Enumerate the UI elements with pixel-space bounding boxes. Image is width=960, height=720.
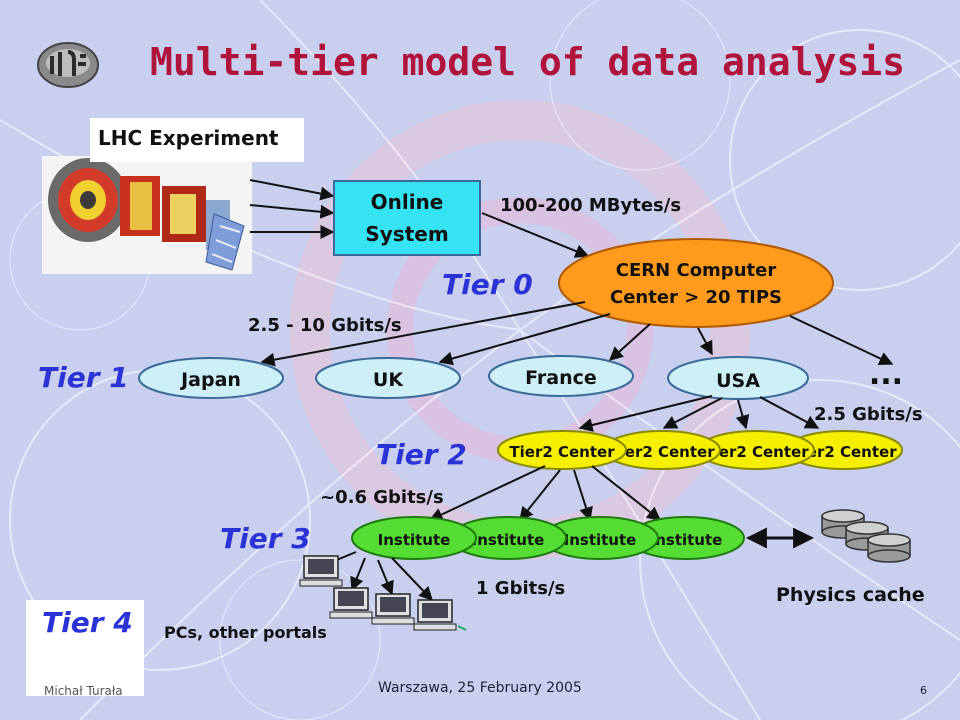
tier2-label: Tier2 Center (509, 443, 615, 461)
tier2-node: Tier2 Center (603, 430, 721, 470)
rate-cern-to-tier1: 2.5 - 10 Gbits/s (248, 315, 402, 336)
footer-author: Michał Turała (44, 684, 123, 698)
lhc-to-online-arrow (249, 204, 335, 219)
page-title: Multi-tier model of data analysis (150, 40, 905, 84)
pc-icon (299, 555, 343, 587)
tier0-label: Tier 0 (442, 268, 533, 301)
tier2-to-tier3-arrow (591, 465, 662, 521)
tier4-title: Tier 4 (42, 606, 133, 639)
tier3-label: Institute (564, 531, 637, 549)
tier2-label: Tier2 Center (703, 443, 809, 461)
usa-to-tier2-arrow (662, 397, 723, 429)
online-line-1: Online (370, 190, 444, 214)
tier1-label: USA (716, 370, 760, 392)
lhc-to-online-arrow (249, 179, 335, 201)
lhc-detector-image (42, 156, 252, 274)
usa-to-tier2-arrow (578, 395, 713, 432)
cern-computer-center-node: CERN Computer Center > 20 TIPS (558, 238, 834, 328)
rate-tier2-to-tier3: ~0.6 Gbits/s (320, 487, 444, 508)
pc-icon (329, 587, 373, 619)
tier3-to-pc-arrow (350, 557, 366, 592)
tier2-node: Tier2 Center (785, 430, 903, 470)
tier2-node: Tier2 Center (497, 430, 627, 470)
tier2-label: Tier2 Center (791, 443, 897, 461)
tier1-node-japan: Japan (138, 357, 284, 399)
online-to-cern-arrow (481, 212, 590, 258)
cern-to-france-arrow (608, 323, 651, 361)
cern-to-more-arrow (789, 315, 894, 365)
tier1-label: UK (373, 369, 404, 391)
tier1-node-france: France (488, 355, 634, 397)
tier3-to-pc-arrow (377, 559, 394, 596)
page-number: 6 (920, 684, 927, 697)
tier3-title: Tier 3 (220, 522, 311, 555)
tier2-to-tier3-arrow (519, 469, 561, 522)
cern-line-1: CERN Computer (616, 260, 777, 281)
tier3-node: Institute (351, 516, 477, 560)
tier4-description: PCs, other portals (164, 623, 327, 642)
usa-to-tier2-arrow (759, 396, 820, 429)
rate-tier1-to-tier2: 2.5 Gbits/s (814, 404, 923, 425)
tier1-label: France (525, 367, 597, 389)
pc-icon (413, 599, 467, 631)
pc-icon (371, 593, 415, 625)
tier3-label: Institute (650, 531, 723, 549)
lhc-experiment-label: LHC Experiment (90, 118, 304, 162)
tier3-label: Institute (472, 531, 545, 549)
physics-cache-label: Physics cache (776, 584, 925, 606)
institution-logo (37, 42, 99, 88)
disk-stack-icon (821, 509, 911, 563)
tier3-to-pc-arrow (391, 557, 433, 602)
rate-online-to-cern: 100-200 MBytes/s (500, 195, 681, 216)
usa-to-tier2-arrow (735, 399, 750, 430)
tier4-box: Tier 4 (26, 600, 144, 696)
tier1-label: Japan (179, 369, 241, 391)
tier3-label: Institute (378, 531, 451, 549)
footer-location-date: Warszawa, 25 February 2005 (378, 680, 582, 696)
tier1-node-uk: UK (315, 357, 461, 399)
rate-tier3-to-tier4: 1 Gbits/s (476, 578, 565, 599)
tier2-title: Tier 2 (376, 438, 467, 471)
more-nodes-ellipsis: ... (869, 357, 903, 392)
online-line-2: System (365, 222, 449, 246)
tier1-node-usa: USA (667, 356, 809, 400)
tier2-to-tier3-arrow (428, 465, 546, 521)
online-system-node: Online System (333, 180, 481, 256)
tier1-title: Tier 1 (38, 361, 129, 394)
tier2-to-tier3-arrow (573, 469, 593, 522)
cern-line-2: Center > 20 TIPS (610, 287, 782, 308)
cern-to-usa-arrow (697, 327, 713, 356)
tier2-label: Tier2 Center (609, 443, 715, 461)
cern-to-japan-arrow (260, 301, 586, 367)
cern-to-uk-arrow (438, 313, 611, 366)
